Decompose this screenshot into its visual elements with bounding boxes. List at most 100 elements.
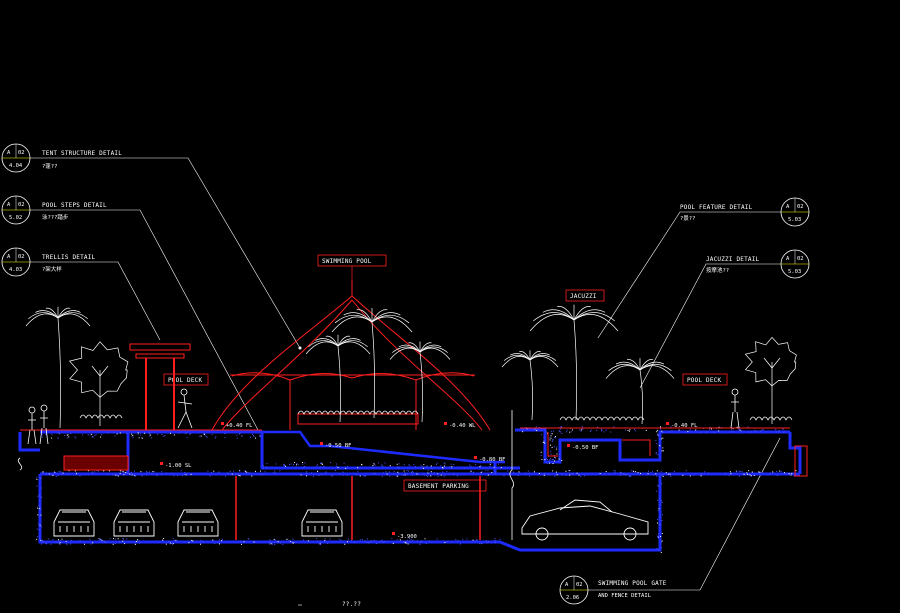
parked-car: [177, 509, 219, 537]
leader-line: [639, 263, 781, 389]
person-figure: [39, 404, 49, 445]
leader-line: [30, 209, 259, 431]
callout-gate: A 02 2.06 SWIMMING POOL GATE AND FENCE D…: [559, 437, 781, 605]
level-marker: -3.900: [392, 532, 417, 540]
person-figure: [730, 388, 740, 429]
section-structure: [18, 428, 802, 552]
callout-title: POOL FEATURE DETAIL: [680, 204, 753, 211]
callout-title: TENT STRUCTURE DETAIL: [42, 150, 122, 157]
bubble-sheet: A: [7, 202, 11, 208]
bubble-ref: 5.03: [788, 269, 801, 275]
callout-title: TRELLIS DETAIL: [42, 254, 96, 261]
level-marker: -0.40 WL: [444, 422, 476, 429]
bubble-sheet: A: [565, 582, 569, 588]
level-marker: -1.00 SL: [160, 462, 192, 469]
palm-tree: [331, 308, 413, 419]
parked-car: [113, 509, 155, 537]
level-markers: +0.40 FL -0.40 WL -0.40 FL -0.50 BF -0.8…: [160, 422, 698, 540]
leader-line: [597, 211, 781, 339]
bubble-sheet: A: [786, 256, 790, 262]
callout-title: JACUZZI DETAIL: [706, 256, 760, 263]
parked-cars: [53, 509, 343, 537]
palm-tree: [389, 341, 451, 423]
label-basement-parking: BASEMENT PARKING: [403, 479, 487, 492]
bubble-num: 02: [797, 204, 804, 210]
bubble-num: 02: [576, 582, 583, 588]
callout-subtitle: ?蓬??: [42, 162, 57, 170]
svg-text:-0.50 BF: -0.50 BF: [572, 445, 599, 451]
callout-subtitle: AND FENCE DETAIL: [598, 593, 652, 599]
people-figures: [27, 388, 740, 445]
level-marker: -0.50 BF: [320, 442, 352, 449]
callout-subtitle: ?景??: [680, 215, 695, 222]
concrete-hatch: [36, 426, 800, 553]
callout-tent: A 02 4.04 TENT STRUCTURE DETAIL ?蓬??: [1, 143, 302, 350]
svg-text:POOL DECK: POOL DECK: [687, 377, 721, 384]
bubble-num: 02: [18, 150, 25, 156]
label-pool-deck-left: POOL DECK: [163, 373, 209, 386]
level-marker: -0.80 BF: [474, 456, 506, 463]
leader-line: [588, 437, 781, 591]
bubble-num: 02: [18, 202, 25, 208]
bubble-sheet: A: [7, 150, 11, 156]
leader-line: [30, 261, 161, 341]
vegetation: [25, 304, 797, 429]
svg-text:-0.80 BF: -0.80 BF: [479, 457, 506, 463]
svg-text:-3.900: -3.900: [397, 534, 417, 540]
break-line: [17, 410, 514, 540]
bubble-num: 02: [18, 254, 25, 260]
round-tree: [744, 336, 797, 424]
callout-trellis: A 02 4.03 TRELLIS DETAIL ?架大样: [1, 247, 161, 341]
svg-text:-0.40 FL: -0.40 FL: [671, 423, 698, 429]
palm-tree: [529, 304, 619, 421]
section-title: ??.??: [342, 601, 361, 608]
label-pool-deck-right: POOL DECK: [682, 373, 728, 386]
svg-text:SWIMMING POOL: SWIMMING POOL: [322, 258, 372, 265]
sports-car: [521, 499, 649, 541]
trellis-structure: [129, 343, 191, 430]
svg-text:-0.40 WL: -0.40 WL: [449, 423, 476, 429]
callout-title: POOL STEPS DETAIL: [42, 202, 107, 209]
callout-jacuzzi: A 02 5.03 JACUZZI DETAIL 按摩池??: [639, 249, 810, 389]
shrub: [79, 414, 123, 419]
callout-title: SWIMMING POOL GATE: [598, 580, 667, 587]
bubble-ref: 4.03: [9, 267, 22, 273]
shrub: [749, 416, 793, 421]
bubble-sheet: A: [786, 204, 790, 210]
parked-car: [301, 509, 343, 537]
svg-text:+0.40 FL: +0.40 FL: [226, 423, 253, 429]
palm-tree: [25, 306, 91, 429]
parked-car: [53, 509, 95, 537]
tent-structure: [211, 280, 491, 431]
callout-feature: A 02 5.03 POOL FEATURE DETAIL ?景??: [597, 197, 810, 339]
bubble-sheet: A: [7, 254, 11, 260]
bubble-ref: 4.04: [9, 163, 23, 169]
level-marker: -0.40 FL: [666, 422, 698, 429]
round-tree: [68, 341, 129, 426]
bubble-ref: 5.03: [788, 217, 801, 223]
bubble-ref: 5.02: [9, 215, 22, 221]
palm-tree: [305, 334, 371, 423]
svg-text:-0.50 BF: -0.50 BF: [325, 443, 352, 449]
svg-text:POOL DECK: POOL DECK: [168, 377, 202, 384]
callout-steps: A 02 5.02 POOL STEPS DETAIL 泳???踏步: [1, 195, 259, 431]
shrub: [559, 416, 645, 421]
bubble-num: 02: [797, 256, 804, 262]
level-marker: -0.50 BF: [567, 444, 599, 451]
callout-subtitle: ?架大样: [42, 265, 62, 273]
label-jacuzzi: JACUZZI: [565, 289, 605, 302]
person-figure: [27, 406, 37, 445]
red-elements: [20, 427, 808, 540]
svg-text:BASEMENT PARKING: BASEMENT PARKING: [408, 483, 469, 490]
shrub: [297, 410, 419, 415]
callout-subtitle: 按摩池??: [706, 266, 729, 274]
svg-text:-1.00 SL: -1.00 SL: [165, 463, 192, 469]
person-figure: [177, 388, 193, 429]
leader-line: [30, 157, 301, 349]
svg-text:JACUZZI: JACUZZI: [570, 293, 597, 300]
palm-tree: [501, 350, 559, 421]
palm-tree: [605, 358, 675, 425]
level-marker: +0.40 FL: [221, 422, 253, 429]
